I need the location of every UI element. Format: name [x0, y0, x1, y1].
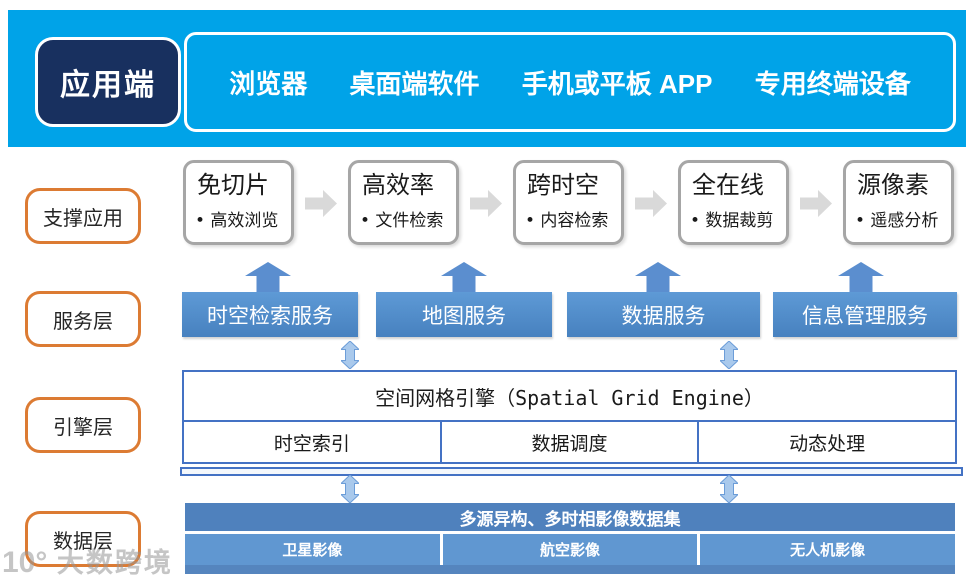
client-item-browser: 浏览器: [229, 68, 308, 99]
data-layer: 多源异构、多时相影像数据集 卫星影像 航空影像 无人机影像: [185, 503, 956, 574]
support-app-box: 高效率 • 文件检索: [348, 160, 459, 245]
support-app-box: 全在线 • 数据裁剪: [678, 160, 789, 245]
right-arrow-icon: [305, 190, 337, 217]
up-arrow-icon: [441, 262, 487, 293]
layer-label-data: 数据层: [25, 511, 141, 567]
support-app-bullet: • 数据裁剪: [690, 210, 774, 231]
data-layer-base-strip: [185, 565, 955, 574]
layer-label-support: 支撑应用: [25, 188, 141, 244]
right-arrow-icon: [635, 190, 667, 217]
support-app-title: 跨时空: [527, 171, 599, 199]
service-box: 信息管理服务: [773, 292, 957, 337]
double-arrow-icon: [341, 341, 359, 369]
support-app-box: 源像素 • 遥感分析: [843, 160, 954, 245]
support-app-title: 源像素: [857, 171, 929, 199]
watermark-logo: 10°: [2, 546, 48, 579]
support-app-bullet: • 内容检索: [525, 210, 609, 231]
support-app-box: 免切片 • 高效浏览: [183, 160, 294, 245]
support-app-box: 跨时空 • 内容检索: [513, 160, 624, 245]
dataset-cell: 无人机影像: [700, 534, 956, 565]
double-arrow-icon: [720, 341, 738, 369]
dataset-cell: 卫星影像: [185, 534, 440, 565]
service-box: 时空检索服务: [182, 292, 358, 337]
engine-module: 动态处理: [697, 422, 955, 462]
app-layer-banner: 应用端 浏览器 桌面端软件 手机或平板 APP 专用终端设备: [8, 10, 966, 147]
client-item-desktop: 桌面端软件: [349, 68, 480, 99]
support-app-bullet: • 高效浏览: [195, 210, 279, 231]
engine-base-strip: [180, 467, 963, 476]
engine-module: 时空索引: [273, 432, 350, 455]
watermark-text: 大数跨境: [56, 548, 173, 578]
layer-label-service: 服务层: [25, 291, 141, 347]
engine-modules: 时空索引 数据调度 动态处理: [184, 420, 955, 462]
support-app-title: 免切片: [197, 171, 269, 199]
watermark: 10° 大数跨境: [2, 541, 173, 580]
double-arrow-icon: [720, 475, 738, 503]
dataset-row: 卫星影像 航空影像 无人机影像: [185, 534, 956, 565]
engine-box: 空间网格引擎（Spatial Grid Engine） 时空索引 数据调度 动态…: [182, 370, 957, 464]
up-arrow-icon: [635, 262, 681, 293]
service-box: 地图服务: [376, 292, 552, 337]
right-arrow-icon: [800, 190, 832, 217]
double-arrow-icon: [341, 475, 359, 503]
support-app-bullet: • 文件检索: [360, 210, 444, 231]
engine-module: 数据调度: [439, 422, 698, 462]
up-arrow-icon: [838, 262, 884, 293]
support-app-title: 高效率: [362, 171, 434, 199]
client-list: 浏览器 桌面端软件 手机或平板 APP 专用终端设备: [184, 32, 956, 132]
up-arrow-icon: [245, 262, 291, 293]
dataset-cell: 航空影像: [442, 534, 698, 565]
layer-label-engine: 引擎层: [25, 397, 141, 453]
support-app-title: 全在线: [692, 171, 764, 199]
support-app-bullet: • 遥感分析: [855, 210, 939, 231]
right-arrow-icon: [470, 190, 502, 217]
data-layer-header: 多源异构、多时相影像数据集: [185, 503, 955, 531]
client-item-terminal: 专用终端设备: [754, 68, 911, 99]
app-layer-label: 应用端: [35, 37, 181, 127]
engine-title: 空间网格引擎（Spatial Grid Engine）: [375, 385, 764, 410]
client-item-mobile-app: 手机或平板 APP: [521, 68, 713, 99]
service-box: 数据服务: [567, 292, 760, 337]
